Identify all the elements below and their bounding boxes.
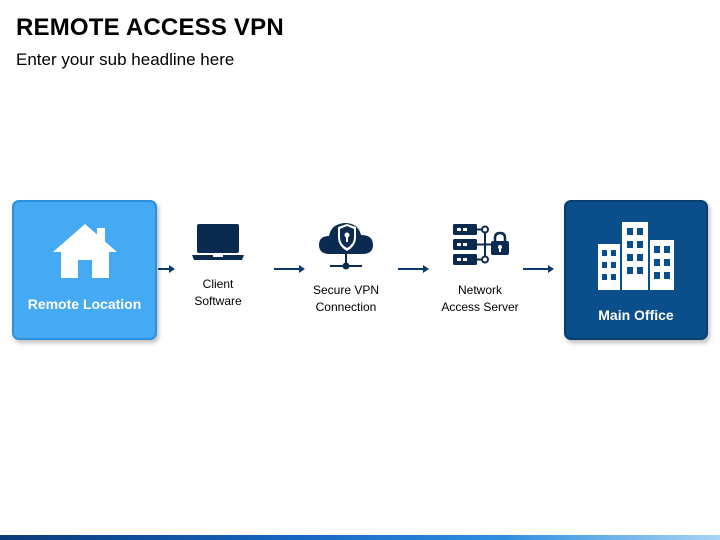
step-vpn-line1: Secure VPN [312, 283, 380, 297]
footer-accent-bar [0, 535, 720, 540]
page-title: REMOTE ACCESS VPN [16, 14, 284, 41]
flow-arrow-4 [523, 265, 554, 273]
house-icon [50, 222, 120, 285]
step-nas-line2: Access Server [441, 300, 519, 314]
page-subtitle: Enter your sub headline here [16, 50, 235, 69]
remote-location-box: Remote Location [12, 200, 157, 340]
main-office-label: Main Office [598, 307, 674, 323]
step-client-line2: Software [194, 294, 242, 308]
step-vpn-line2: Connection [315, 300, 377, 314]
step-nas-line1: Network [457, 283, 502, 297]
step-client-software: Client Software [158, 222, 278, 310]
secure-cloud-icon [286, 218, 406, 272]
flow-arrow-1 [158, 265, 175, 273]
laptop-icon [158, 222, 278, 262]
step-client-line1: Client [202, 277, 234, 291]
remote-location-label: Remote Location [27, 296, 142, 312]
flow-arrow-3 [398, 265, 429, 273]
step-network-access-server: Network Access Server [420, 220, 540, 316]
flow-arrow-2 [274, 265, 305, 273]
step-secure-vpn: Secure VPN Connection [286, 218, 406, 316]
main-office-box: Main Office [564, 200, 708, 340]
server-lock-icon [420, 220, 540, 270]
office-buildings-icon [596, 220, 676, 297]
